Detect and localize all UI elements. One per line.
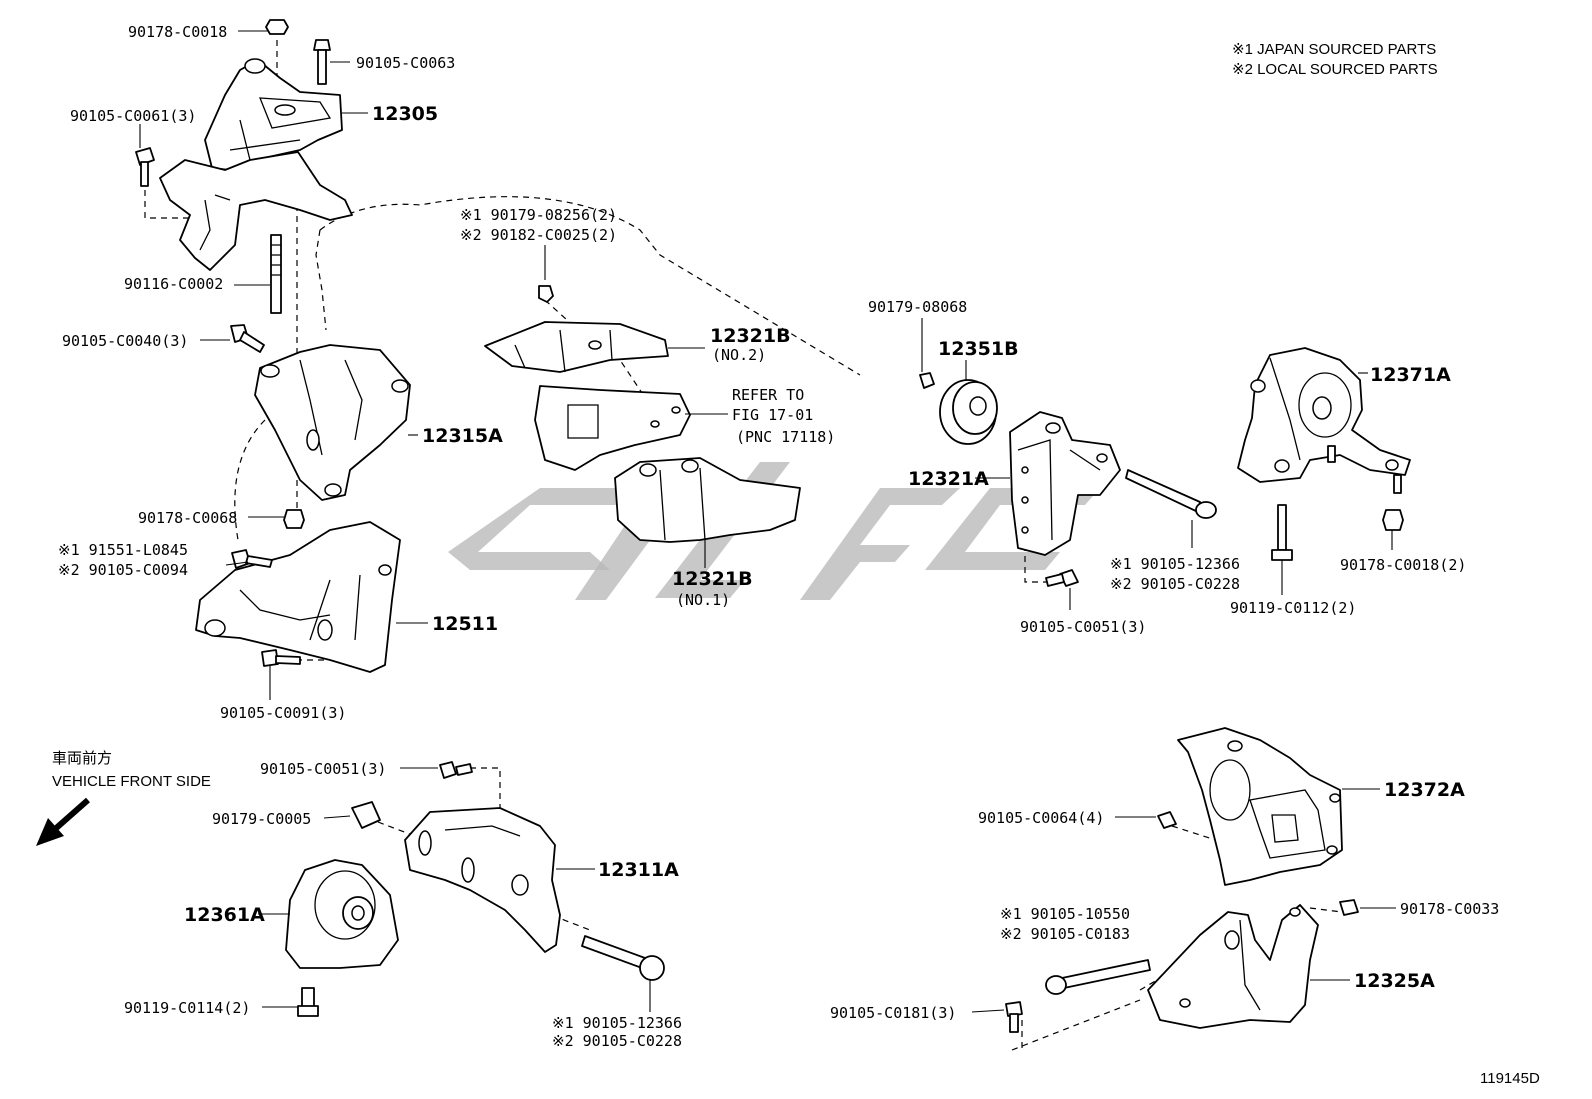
label-90179-08068: 90179-08068 <box>868 298 967 316</box>
label-91551-l0845: ※1 91551-L0845 <box>58 541 188 559</box>
legend-local-sourced: ※2 LOCAL SOURCED PARTS <box>1232 61 1438 78</box>
label-90178-c0018-top: 90178-C0018 <box>128 23 227 41</box>
label-12305: 12305 <box>372 103 438 125</box>
label-12325a: 12325A <box>1354 970 1435 992</box>
label-90116-c0002: 90116-C0002 <box>124 275 223 293</box>
part-12361a-drawing <box>285 859 399 1017</box>
legend-japan-sourced: ※1 JAPAN SOURCED PARTS <box>1232 41 1436 58</box>
label-90178-c0018-right: 90178-C0018(2) <box>1340 556 1466 574</box>
label-90119-c0112: 90119-C0112(2) <box>1230 599 1356 617</box>
part-12305-drawing <box>159 58 353 271</box>
label-12371a: 12371A <box>1370 364 1451 386</box>
part-labels: 90178-C0018 90105-C0063 90105-C0061(3) 1… <box>58 23 1499 1050</box>
label-12321a: 12321A <box>908 468 989 490</box>
label-90105-c0228-bottom: ※2 90105-C0228 <box>552 1032 682 1050</box>
label-90105-c0091: 90105-C0091(3) <box>220 704 346 722</box>
label-90105-c0064: 90105-C0064(4) <box>978 809 1104 827</box>
label-90182-c0025: ※2 90182-C0025(2) <box>460 226 617 244</box>
label-90105-c0094: ※2 90105-C0094 <box>58 561 188 579</box>
part-12325a-drawing <box>1005 899 1359 1033</box>
part-12321b-plate-drawing <box>534 385 691 471</box>
label-12315a: 12315A <box>422 425 503 447</box>
label-90105-12366-bottom: ※1 90105-12366 <box>552 1014 682 1032</box>
part-12371a-drawing <box>1237 347 1411 561</box>
label-12372a: 12372A <box>1384 779 1465 801</box>
part-12321b-no1-drawing <box>614 457 801 543</box>
watermark-logo <box>448 462 1100 600</box>
bolt-hardware-top <box>135 19 331 353</box>
label-90105-c0228-right: ※2 90105-C0228 <box>1110 575 1240 593</box>
label-12321b-no1: 12321B <box>672 568 753 590</box>
label-12361a: 12361A <box>184 904 265 926</box>
label-12321b-no2-sub: (NO.2) <box>712 346 766 364</box>
label-90105-c0061: 90105-C0061(3) <box>70 107 196 125</box>
refer-line-2: FIG 17-01 <box>732 406 813 424</box>
label-90105-c0183: ※2 90105-C0183 <box>1000 925 1130 943</box>
label-12321b-no2: 12321B <box>710 325 791 347</box>
label-90105-c0181: 90105-C0181(3) <box>830 1004 956 1022</box>
label-12311a: 12311A <box>598 859 679 881</box>
front-side-en-label: VEHICLE FRONT SIDE <box>52 773 211 790</box>
label-90119-c0114: 90119-C0114(2) <box>124 999 250 1017</box>
label-90178-c0068: 90178-C0068 <box>138 509 237 527</box>
part-12511-drawing <box>195 521 401 673</box>
refer-line-1: REFER TO <box>732 386 804 404</box>
diagram-id: 119145D <box>1480 1070 1540 1087</box>
label-90105-c0051-right: 90105-C0051(3) <box>1020 618 1146 636</box>
part-12315a-drawing <box>254 344 411 529</box>
label-12511: 12511 <box>432 613 498 635</box>
front-side-jp-label: 車両前方 <box>52 750 112 767</box>
label-90179-c0005: 90179-C0005 <box>212 810 311 828</box>
label-90105-10550: ※1 90105-10550 <box>1000 905 1130 923</box>
label-12321b-no1-sub: (NO.1) <box>676 591 730 609</box>
part-12321a-drawing <box>1009 411 1217 587</box>
part-12321b-no2-drawing <box>484 285 669 373</box>
label-90179-08256: ※1 90179-08256(2) <box>460 206 617 224</box>
label-12351b: 12351B <box>938 338 1019 360</box>
refer-line-3: (PNC 17118) <box>736 428 835 446</box>
part-12311a-drawing <box>351 761 665 981</box>
label-90178-c0033: 90178-C0033 <box>1400 900 1499 918</box>
leader-lines <box>139 30 1396 1013</box>
part-12351b-drawing <box>919 372 998 445</box>
label-90105-12366-right: ※1 90105-12366 <box>1110 555 1240 573</box>
label-90105-c0051-bottom: 90105-C0051(3) <box>260 760 386 778</box>
label-90105-c0040: 90105-C0040(3) <box>62 332 188 350</box>
label-90105-c0063: 90105-C0063 <box>356 54 455 72</box>
front-direction-arrow-icon <box>36 797 90 846</box>
part-12372a-drawing <box>1157 727 1343 886</box>
